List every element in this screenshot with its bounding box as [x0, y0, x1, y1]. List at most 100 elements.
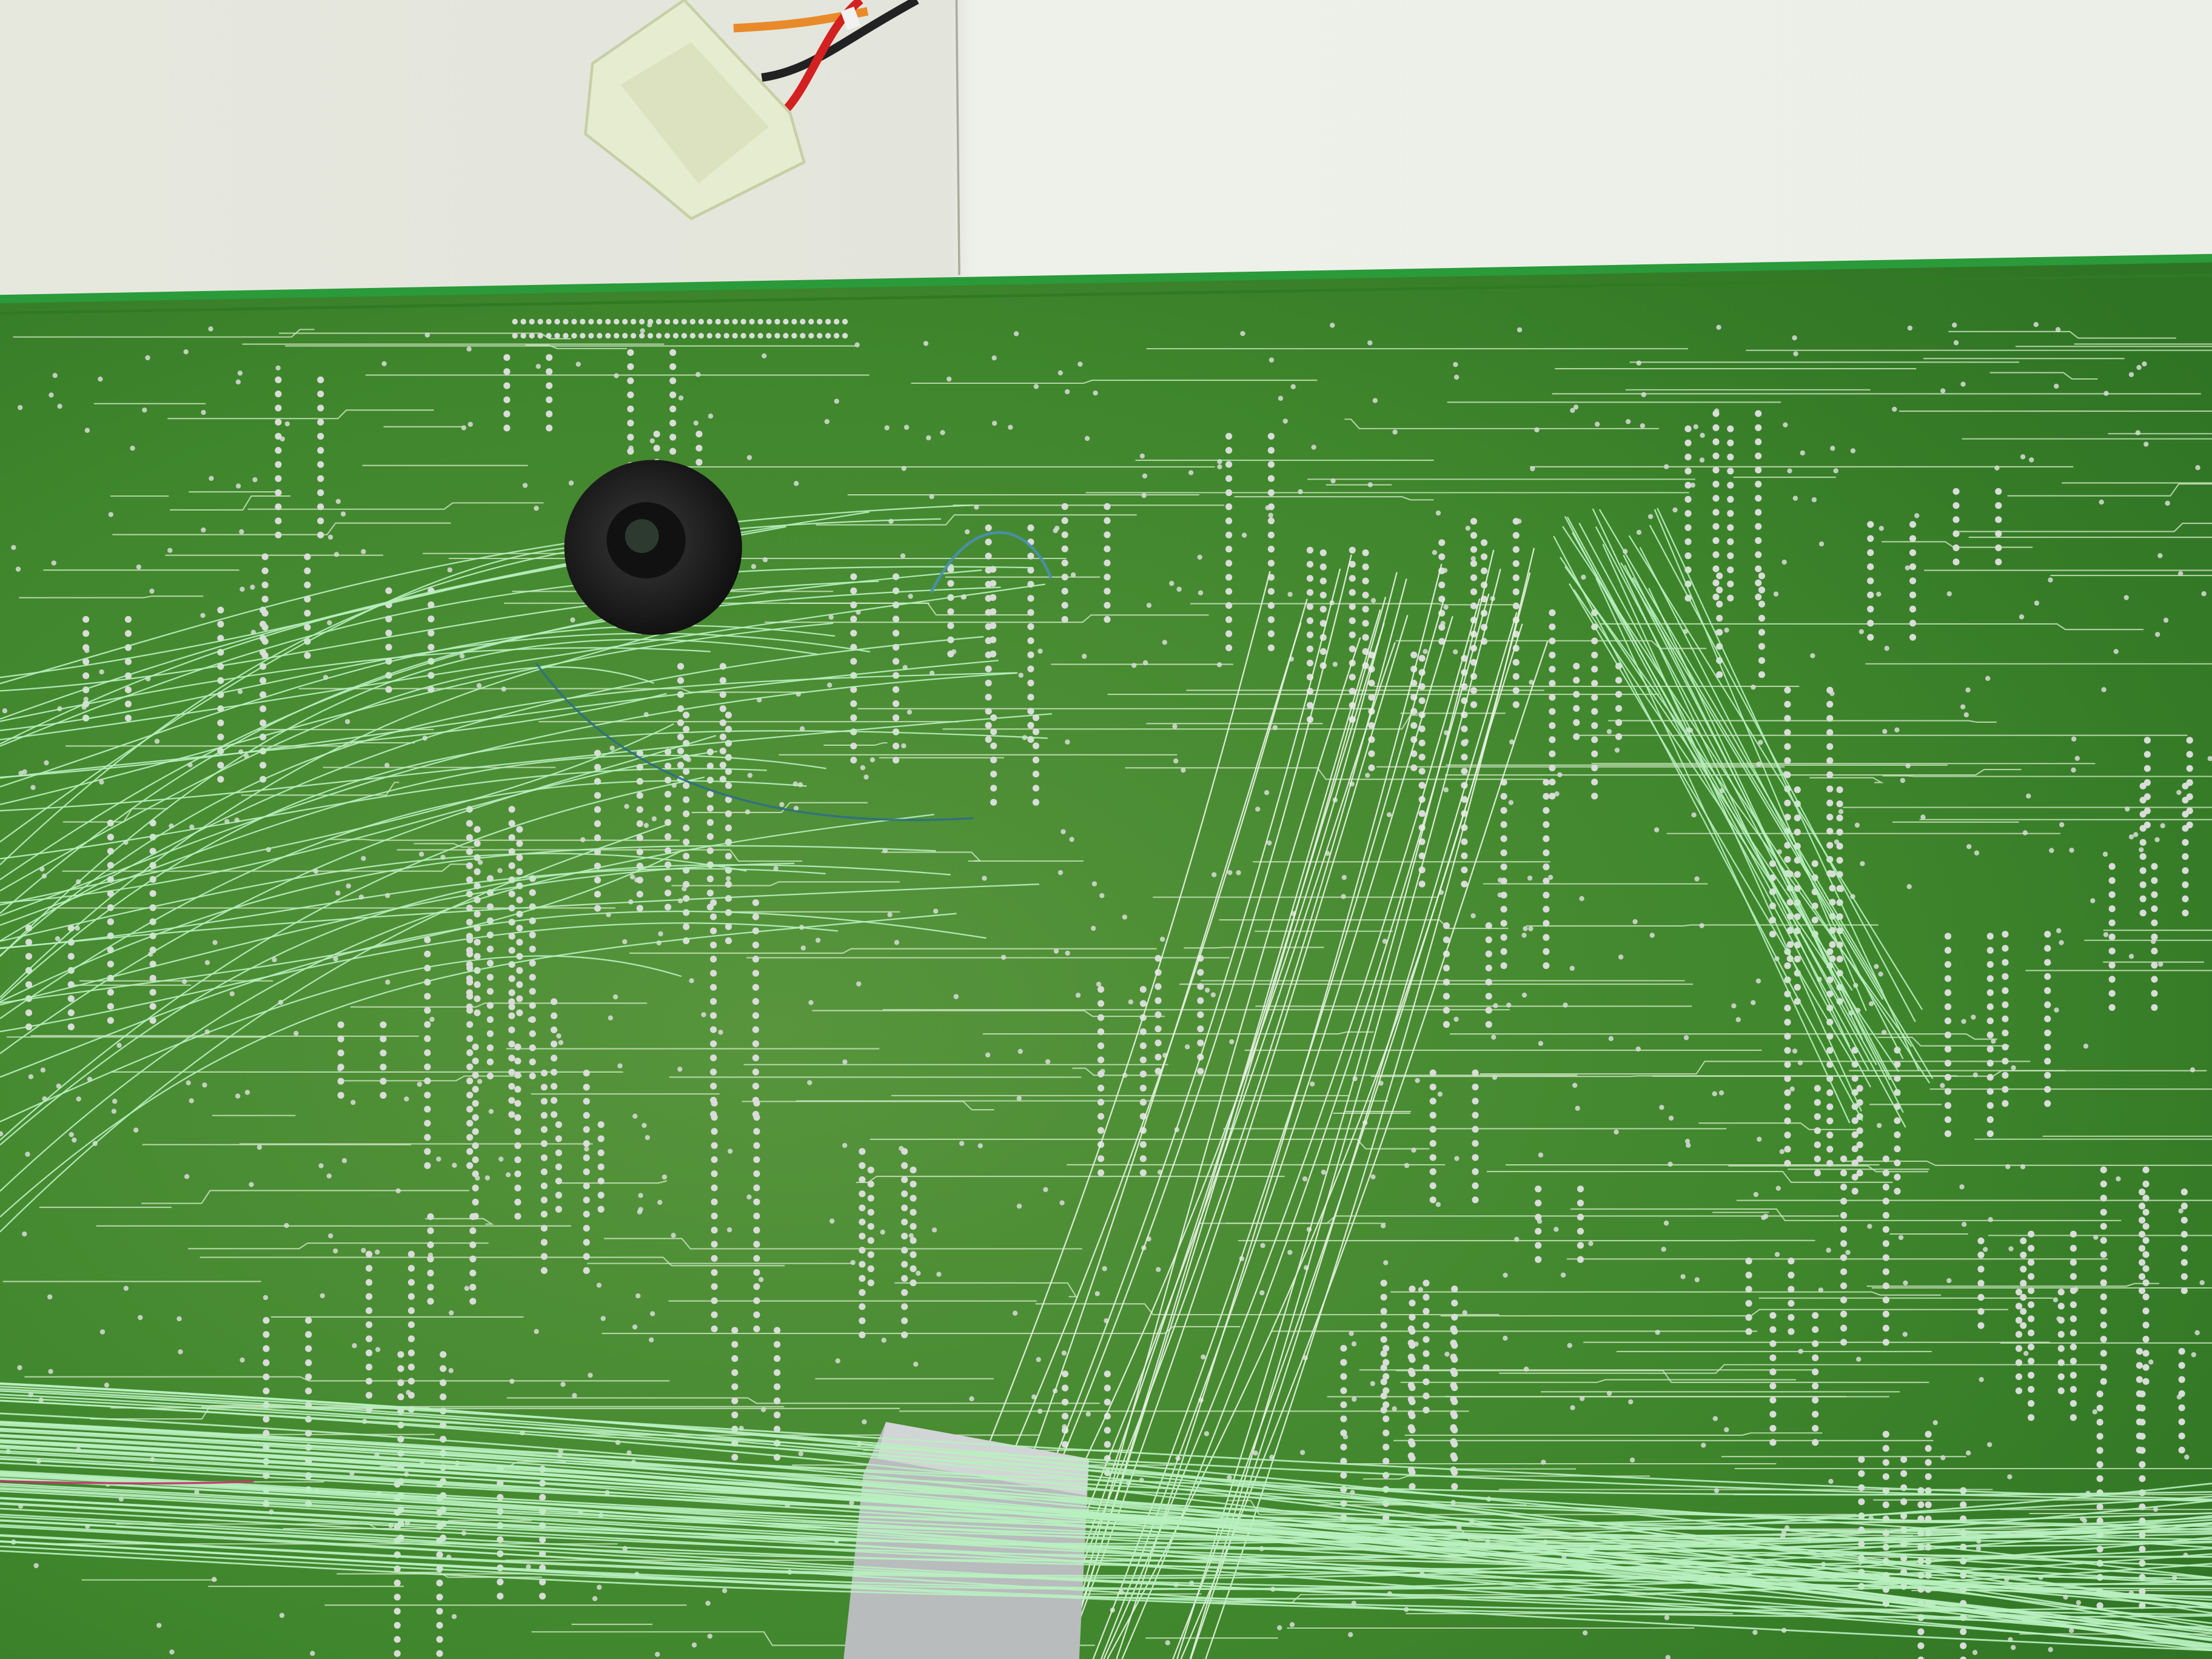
- solder-pad: [263, 1331, 270, 1338]
- solder-pad: [588, 1372, 593, 1378]
- solder-pad: [1438, 553, 1446, 560]
- solder-pad: [1745, 1272, 1752, 1279]
- solder-pad: [320, 1293, 325, 1299]
- solder-pad: [2142, 1321, 2150, 1329]
- solder-pad: [1856, 1127, 1863, 1134]
- solder-pad: [327, 620, 332, 626]
- solder-pad: [1225, 616, 1233, 623]
- solder-pad: [1198, 590, 1204, 595]
- solder-pad: [1443, 922, 1450, 930]
- solder-pad: [1423, 1336, 1430, 1343]
- solder-pad: [2044, 1044, 2051, 1051]
- solder-pad: [2015, 1302, 2023, 1310]
- solder-pad: [1306, 617, 1314, 625]
- solder-pad: [514, 1100, 521, 1107]
- solder-pad: [1450, 1426, 1455, 1432]
- solder-pad: [725, 853, 732, 860]
- solder-pad: [156, 1623, 162, 1628]
- solder-pad: [1139, 986, 1147, 993]
- solder-pad: [1755, 509, 1762, 516]
- solder-pad: [1053, 948, 1059, 954]
- solder-pad: [867, 1237, 874, 1244]
- solder-pad: [1914, 513, 1920, 518]
- solder-pad: [2020, 1322, 2027, 1329]
- solder-pad: [260, 691, 267, 699]
- solder-pad: [1684, 524, 1692, 531]
- solder-pad: [1070, 572, 1076, 578]
- solder-pad: [798, 1451, 803, 1456]
- solder-pad: [1812, 1340, 1819, 1347]
- solder-pad: [1976, 1546, 1982, 1552]
- solder-pad: [427, 1213, 434, 1221]
- solder-pad: [773, 1369, 781, 1376]
- solder-pad: [1451, 1327, 1458, 1335]
- solder-pad: [1814, 1099, 1821, 1106]
- solder-pad: [1236, 870, 1241, 876]
- solder-pad: [469, 1213, 477, 1221]
- solder-pad: [1655, 1330, 1660, 1335]
- solder-pad: [1856, 1085, 1863, 1092]
- solder-pad: [436, 1156, 441, 1162]
- solder-pad: [474, 826, 481, 833]
- solder-pad: [1169, 580, 1175, 586]
- solder-pad: [1716, 586, 1723, 594]
- solder-pad: [711, 1212, 718, 1220]
- solder-pad: [1362, 620, 1369, 627]
- solder-pad: [1340, 1373, 1347, 1380]
- solder-pad: [2015, 1331, 2023, 1338]
- solder-pad: [1225, 503, 1233, 511]
- solder-pad: [1541, 1460, 1546, 1465]
- solder-pad: [1409, 1398, 1416, 1406]
- solder-pad: [1826, 1089, 1834, 1096]
- solder-pad: [1971, 1014, 1976, 1020]
- solder-pad: [1165, 1640, 1170, 1646]
- solder-pad: [1438, 581, 1446, 589]
- solder-pad: [2108, 919, 2116, 927]
- solder-pad: [1946, 591, 1952, 597]
- solder-pad: [2028, 1301, 2035, 1309]
- solder-pad: [597, 1121, 605, 1128]
- solder-pad: [901, 1317, 908, 1324]
- solder-pad: [2055, 327, 2061, 332]
- solder-pad: [1543, 891, 1550, 899]
- solder-pad: [731, 1369, 739, 1376]
- solder-pad: [1139, 1084, 1147, 1092]
- solder-pad: [407, 1335, 415, 1342]
- solder-pad: [11, 545, 16, 551]
- solder-pad: [2138, 1230, 2146, 1238]
- solder-pad: [985, 595, 992, 602]
- solder-pad: [1104, 517, 1111, 525]
- trace: [602, 1326, 1241, 1335]
- solder-pad: [2100, 1321, 2107, 1329]
- solder-pad: [1867, 577, 1874, 585]
- wire: [0, 1396, 2212, 1502]
- solder-pad: [1340, 1458, 1347, 1465]
- solder-pad: [2100, 1293, 2107, 1301]
- solder-pad: [1423, 1307, 1430, 1315]
- solder-pad: [1470, 913, 1476, 919]
- solder-pad: [773, 866, 779, 871]
- trace: [1225, 1215, 1839, 1224]
- solder-pad: [1365, 773, 1370, 778]
- solder-pad: [1900, 1456, 1908, 1463]
- solder-pad: [931, 1227, 937, 1233]
- solder-pad: [1712, 523, 1720, 530]
- solder-pad: [1442, 568, 1448, 573]
- solder-pad: [664, 833, 672, 840]
- solder-pad: [1146, 603, 1152, 608]
- solder-pad: [1065, 739, 1070, 745]
- wire: [0, 768, 767, 860]
- solder-pad: [260, 620, 267, 628]
- header-pin: [774, 333, 780, 339]
- solder-pad: [260, 719, 267, 726]
- solder-pad: [1840, 1198, 1848, 1205]
- solder-pad: [946, 376, 952, 382]
- solder-pad: [649, 1311, 655, 1316]
- solder-pad: [1547, 874, 1553, 880]
- solder-pad: [40, 1067, 46, 1073]
- solder-pad: [424, 1148, 431, 1155]
- solder-pad: [711, 1170, 718, 1178]
- trace: [24, 1376, 670, 1382]
- solder-pad: [1027, 722, 1034, 729]
- solder-pad: [217, 606, 224, 614]
